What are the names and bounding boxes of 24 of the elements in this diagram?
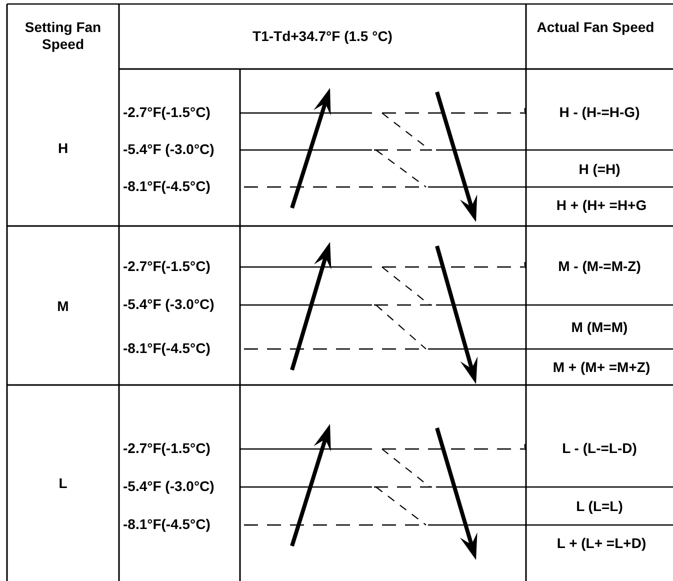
threshold-label: -5.4°F (-3.0°C) [123, 478, 214, 495]
actual-speed-label: H (=H) [578, 160, 622, 178]
actual-speed-label: H + (H+ =H+G [555, 197, 648, 214]
threshold-label: -5.4°F (-3.0°C) [123, 141, 214, 158]
fan-speed-label: L [58, 475, 68, 492]
column-header: T1-Td+34.7°F (1.5 °C) [252, 28, 394, 45]
column-header: Setting Fan Speed [24, 19, 102, 53]
threshold-label: -2.7°F(-1.5°C) [123, 104, 210, 121]
actual-speed-label: M + (M+ =M+Z) [552, 359, 652, 376]
actual-speed-label: M (M=M) [570, 319, 629, 336]
threshold-label: -5.4°F (-3.0°C) [123, 296, 214, 313]
actual-speed-label: M - (M-=M-Z) [557, 258, 642, 275]
actual-speed-label: L + (L+ =L+D) [556, 535, 648, 552]
actual-speed-label: L (L=L) [575, 498, 624, 515]
threshold-label: -2.7°F(-1.5°C) [123, 258, 210, 275]
column-header: Actual Fan Speed [536, 19, 656, 36]
threshold-label: -8.1°F(-4.5°C) [123, 340, 210, 357]
actual-speed-label: H - (H-=H-G) [558, 104, 641, 121]
threshold-label: -8.1°F(-4.5°C) [123, 516, 210, 533]
fan-speed-label: M [56, 298, 70, 314]
fan-speed-label: H [56, 140, 70, 156]
threshold-label: -8.1°F(-4.5°C) [123, 178, 210, 195]
threshold-label: -2.7°F(-1.5°C) [123, 440, 210, 457]
actual-speed-label: L - (L-=L-D) [561, 440, 638, 457]
